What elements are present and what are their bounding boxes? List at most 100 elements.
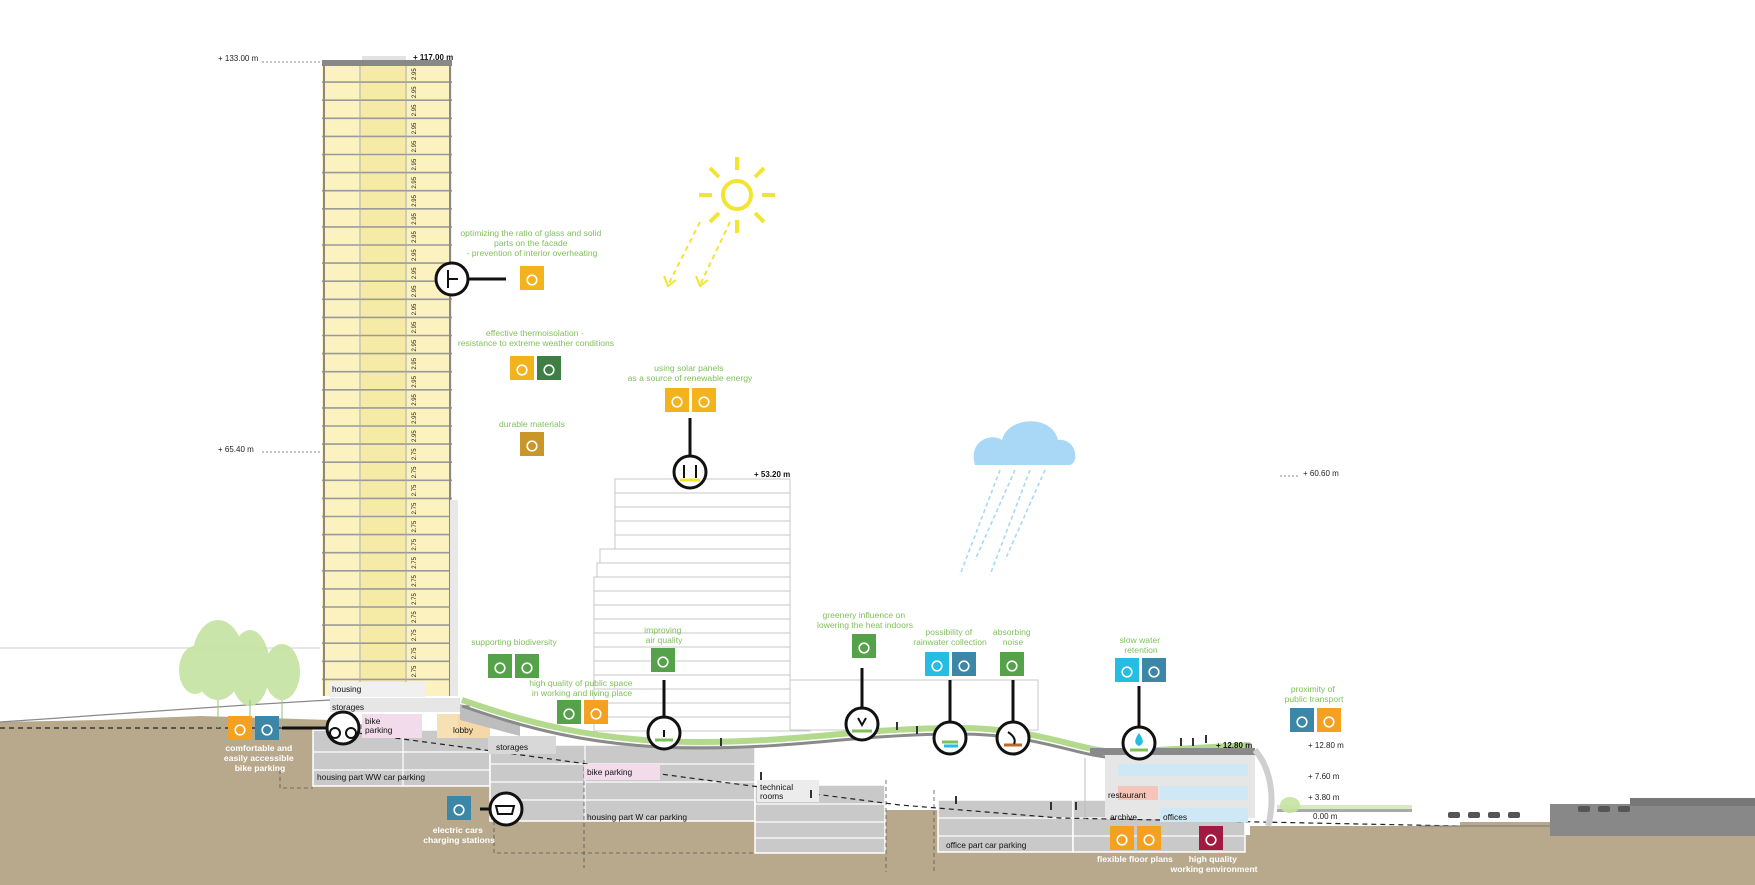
floor-height-label: 2.75 [412, 520, 418, 532]
floor-height-label: 2.95 [412, 357, 418, 369]
floor-height-label: 2.75 [412, 502, 418, 514]
callouts [282, 261, 1157, 827]
annotation-hq-work: high quality working environment [1170, 854, 1258, 874]
annotation-rainwater: possibility of rainwater collection [913, 627, 987, 647]
level-labels: + 133.00 m + 117.00 m + 65.40 m + 53.20 … [218, 53, 1344, 821]
room-bike-parking: bike parking [587, 767, 633, 777]
room-technical: technical rooms [760, 782, 795, 801]
room-housing: housing [332, 684, 362, 694]
annotation-public-space: high quality of public space in working … [529, 678, 635, 698]
floor-height-label: 2.95 [412, 140, 418, 152]
terrain-line [0, 699, 471, 723]
floor-height-label: 2.95 [412, 267, 418, 279]
floor-height-label: 2.75 [412, 484, 418, 496]
bicycle-icon [255, 716, 279, 740]
room-storages: storages [496, 742, 528, 752]
room-ww-parking: housing part WW car parking [317, 772, 425, 782]
life-below-water-icon [952, 652, 976, 676]
annotation-glass-ratio: optimizing the ratio of glass and solid … [460, 228, 603, 258]
sustainable-cities-icon [1137, 826, 1161, 850]
life-on-land-icon-2 [515, 654, 539, 678]
mid-building [593, 478, 1039, 732]
floor-height-label: 2.95 [412, 104, 418, 116]
level-53: + 53.20 m [754, 470, 790, 479]
floor-height-label: 2.75 [412, 448, 418, 460]
thermometer-icon [520, 266, 544, 290]
responsible-consumption-icon [1110, 826, 1134, 850]
floor-height-label: 2.95 [412, 68, 418, 80]
annotation-greenery: greenery influence on lowering the heat … [817, 610, 913, 630]
annotation-ev-charging: electric cars charging stations [423, 825, 495, 845]
responsible-consumption-icon [520, 432, 544, 456]
life-on-land-icon [488, 654, 512, 678]
floor-height-label: 2.95 [412, 339, 418, 351]
green-roof [461, 697, 1251, 756]
electric-car-icon [447, 796, 471, 820]
floor-height-label: 2.95 [412, 158, 418, 170]
office-building [1090, 748, 1412, 827]
floor-height-label: 2.95 [412, 249, 418, 261]
room-restaurant: restaurant [1108, 790, 1146, 800]
annotation-flexible-plans: flexible floor plans [1097, 854, 1173, 864]
trees [179, 620, 1300, 813]
floor-height-label: 2.95 [412, 303, 418, 315]
floor-height-label: 2.95 [412, 212, 418, 224]
thermometer-icon [852, 634, 876, 658]
floor-height-label: 2.75 [412, 665, 418, 677]
level-3: + 3.80 m [1308, 793, 1340, 802]
level-7: + 7.60 m [1308, 772, 1340, 781]
room-bike-parking-tower: bike parking [365, 716, 393, 735]
callout-glyphs [329, 270, 1148, 815]
sustainable-cities-icon [1317, 708, 1341, 732]
room-lobby: lobby [453, 725, 474, 735]
sustainable-cities-icon [228, 716, 252, 740]
floor-height-label: 2.75 [412, 629, 418, 641]
floor-height-label: 2.95 [412, 393, 418, 405]
floor-height-label: 2.95 [412, 321, 418, 333]
affordable-energy-icon [665, 388, 689, 412]
floor-height-label: 2.95 [412, 412, 418, 424]
noise-icon [1000, 652, 1024, 676]
level-12: + 12.80 m [1308, 741, 1344, 750]
annotation-transport: proximity of public transport [1285, 684, 1344, 704]
annotations: optimizing the ratio of glass and solid … [224, 228, 1344, 874]
level-0: 0.00 m [1313, 812, 1338, 821]
floor-height-label: 2.75 [412, 574, 418, 586]
annotation-slow-water: slow water retention [1120, 635, 1163, 655]
floor-height-label: 2.75 [412, 647, 418, 659]
floor-height-label: 2.75 [412, 556, 418, 568]
air-quality-icon [651, 648, 675, 672]
clean-water-icon [1115, 658, 1139, 682]
level-12-roof: + 12.80 m [1216, 741, 1252, 750]
cloud-icon [959, 421, 1076, 576]
level-117: + 117.00 m [413, 53, 453, 62]
annotation-biodiversity: supporting biodiversity [471, 637, 557, 647]
tower-base [330, 682, 819, 802]
tower [322, 56, 458, 696]
level-133: + 133.00 m [218, 54, 259, 63]
room-archive: archive [1110, 812, 1137, 822]
room-w-parking: housing part W car parking [587, 812, 687, 822]
room-storages-tower: storages [332, 702, 364, 712]
annotation-bike-access: comfortable and easily accessible bike p… [224, 743, 296, 773]
floor-height-label: 2.95 [412, 231, 418, 243]
annotation-air-quality: improving air quality [644, 625, 684, 645]
room-offices: offices [1163, 812, 1187, 822]
thermometer-icon [510, 356, 534, 380]
annotation-thermoisolation: effective thermoisolation - resistance t… [458, 328, 614, 348]
annotation-solar: using solar panels as a source of renewa… [628, 363, 753, 383]
clean-water-icon [925, 652, 949, 676]
floor-height-label: 2.95 [412, 86, 418, 98]
level-60: + 60.60 m [1303, 469, 1339, 478]
decent-work-icon [1199, 826, 1223, 850]
floor-height-label: 2.75 [412, 466, 418, 478]
floor-height-label: 2.95 [412, 176, 418, 188]
floor-height-label: 2.95 [412, 430, 418, 442]
sun-icon [663, 157, 775, 288]
floor-height-label: 2.95 [412, 194, 418, 206]
floor-height-label: 2.95 [412, 122, 418, 134]
floor-height-label: 2.95 [412, 375, 418, 387]
good-health-icon [557, 700, 581, 724]
